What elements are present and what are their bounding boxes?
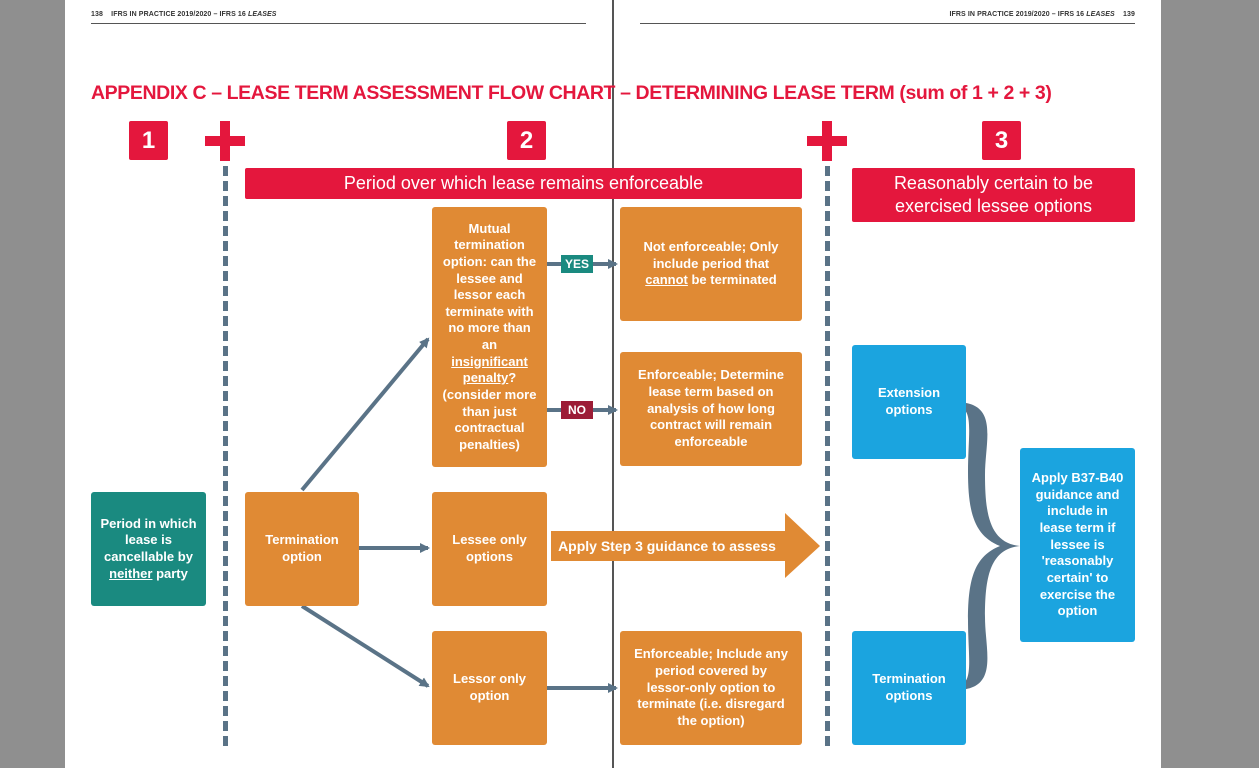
cancellable-text-u: neither: [109, 565, 153, 581]
box-lessee-only: Lessee only options: [432, 492, 547, 606]
dashed-divider-left: [223, 166, 228, 746]
banner-reasonably-certain-line2: exercised lessee options: [894, 196, 1093, 216]
banner-enforceable-period: Period over which lease remains enforcea…: [245, 168, 802, 199]
step-2-badge: 2: [507, 121, 546, 160]
banner-reasonably-certain: Reasonably certain to be exercised lesse…: [852, 168, 1135, 222]
right-running-title: IFRS IN PRACTICE 2019/2020 – IFRS 16: [949, 11, 1087, 18]
step-1-badge: 1: [129, 121, 168, 160]
cancellable-text-b: party: [152, 565, 188, 581]
not-enforceable-text-u: cannot: [645, 272, 688, 288]
dashed-divider-right: [825, 166, 830, 746]
not-enforceable-text-b: be terminated: [687, 272, 777, 288]
left-header-rule: [91, 23, 586, 24]
right-running-title-em: LEASES: [1086, 11, 1115, 18]
brace-icon: [955, 402, 1020, 690]
mutual-text-b: ? (consider more than just contractual p…: [442, 370, 537, 452]
left-running-header: 138 IFRS IN PRACTICE 2019/2020 – IFRS 16…: [91, 11, 277, 18]
banner-reasonably-certain-line1: Reasonably certain to be: [893, 172, 1094, 193]
step-3-badge: 3: [982, 121, 1021, 160]
step3-arrow-label: Apply Step 3 guidance to assess: [558, 538, 776, 554]
mutual-text-u: insignificant penalty: [451, 353, 528, 386]
left-page-number: 138: [91, 11, 103, 18]
left-running-title-em: LEASES: [247, 11, 277, 18]
book-spine: [612, 0, 614, 768]
plus-icon: [205, 121, 245, 161]
box-extension-options: Extension options: [852, 345, 966, 459]
page-title: APPENDIX C – LEASE TERM ASSESSMENT FLOW …: [91, 82, 1052, 104]
arrow-termination-to-mutual: [300, 337, 430, 492]
left-running-title: IFRS IN PRACTICE 2019/2020 – IFRS 16: [111, 11, 248, 18]
arrow-termination-to-lessor: [300, 604, 430, 688]
right-running-header: IFRS IN PRACTICE 2019/2020 – IFRS 16 LEA…: [949, 11, 1135, 18]
cancellable-text-a: Period in which lease is cancellable by: [100, 515, 197, 564]
box-enforceable: Enforceable; Determine lease term based …: [620, 352, 802, 466]
box-termination-options: Termination options: [852, 631, 966, 745]
yes-tag: YES: [561, 255, 593, 273]
mutual-text-a: Mutual termination option: can the lesse…: [442, 220, 537, 352]
box-apply-b37-b40: Apply B37-B40 guidance and include in le…: [1020, 448, 1135, 642]
right-header-rule: [640, 23, 1135, 24]
no-tag: NO: [561, 401, 593, 419]
not-enforceable-text-a: Not enforceable; Only include period tha…: [643, 239, 779, 271]
box-cancellable-by-neither: Period in which lease is cancellable by …: [91, 492, 206, 606]
box-enforceable-lessor: Enforceable; Include any period covered …: [620, 631, 802, 745]
big-arrow-step3: [551, 513, 820, 578]
plus-icon: [807, 121, 847, 161]
box-termination-option: Termination option: [245, 492, 359, 606]
box-mutual-termination: Mutual termination option: can the lesse…: [432, 207, 547, 467]
box-lessor-only: Lessor only option: [432, 631, 547, 745]
box-not-enforceable: Not enforceable; Only include period tha…: [620, 207, 802, 321]
right-page-number: 139: [1123, 11, 1135, 18]
